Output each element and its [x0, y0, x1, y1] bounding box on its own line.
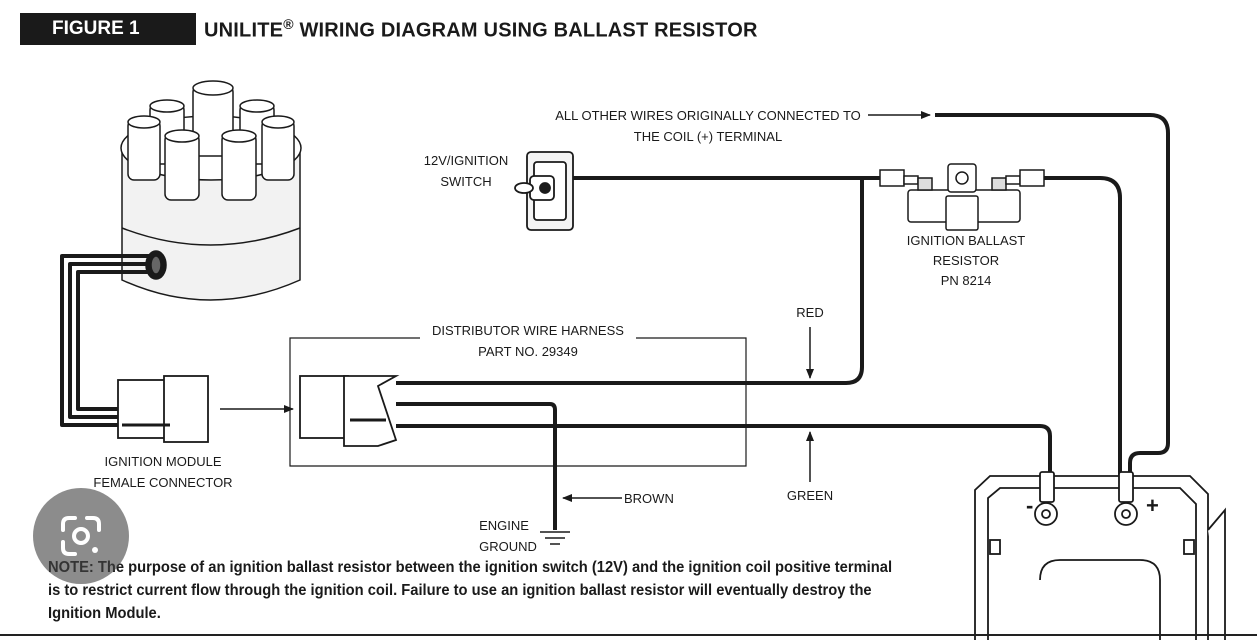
module-label-2: FEMALE CONNECTOR — [93, 475, 232, 490]
module-label-1: IGNITION MODULE — [104, 454, 221, 469]
brown-wire — [396, 402, 557, 530]
registered-mark: ® — [283, 15, 294, 32]
ground-label-1: ENGINE — [479, 518, 529, 533]
figure-header: FIGURE 1 UNILITE® WIRING DIAGRAM USING B… — [20, 13, 758, 45]
figure-title: UNILITE® WIRING DIAGRAM USING BALLAST RE… — [204, 16, 758, 43]
ground-label-2: GROUND — [479, 539, 537, 554]
red-wire — [396, 176, 880, 385]
harness-bracket — [289, 337, 747, 467]
title-prefix: UNILITE — [204, 19, 284, 42]
harness-label-2: PART NO. 29349 — [478, 344, 578, 359]
ballast-label-3: PN 8214 — [941, 273, 992, 288]
distributor-cap — [120, 80, 302, 301]
bottom-rule — [0, 634, 1257, 636]
other-wires-label-1: ALL OTHER WIRES ORIGINALLY CONNECTED TO — [555, 108, 861, 123]
green-label: GREEN — [787, 488, 833, 503]
ignition-switch — [514, 151, 574, 231]
ignition-module-connector — [117, 375, 209, 443]
distributor-wires — [60, 254, 150, 427]
switch-label-2: SWITCH — [440, 174, 491, 189]
coil-minus-label: - — [1026, 493, 1033, 518]
google-lens-icon — [61, 516, 101, 556]
figure-label: FIGURE 1 — [20, 13, 196, 45]
switch-label-1: 12V/IGNITION — [424, 153, 509, 168]
note-text: NOTE: The purpose of an ignition ballast… — [48, 559, 893, 622]
google-lens-button[interactable] — [33, 488, 129, 584]
ballast-label-1: IGNITION BALLAST — [907, 233, 1026, 248]
ignition-coil — [974, 471, 1226, 640]
title-suffix: WIRING DIAGRAM USING BALLAST RESISTOR — [293, 19, 758, 42]
red-label: RED — [796, 305, 823, 320]
harness-label-1: DISTRIBUTOR WIRE HARNESS — [432, 323, 624, 338]
other-wires-label-2: THE COIL (+) TERMINAL — [634, 129, 782, 144]
ground-symbol — [540, 531, 570, 545]
brown-label: BROWN — [624, 491, 674, 506]
ballast-label-2: RESISTOR — [933, 253, 999, 268]
ballast-resistor — [879, 163, 1045, 231]
coil-positive-wires — [935, 113, 1170, 476]
coil-plus-label: + — [1146, 493, 1159, 518]
green-wire — [396, 424, 1052, 476]
harness-connector — [299, 375, 400, 447]
harness-wires — [396, 176, 1052, 530]
